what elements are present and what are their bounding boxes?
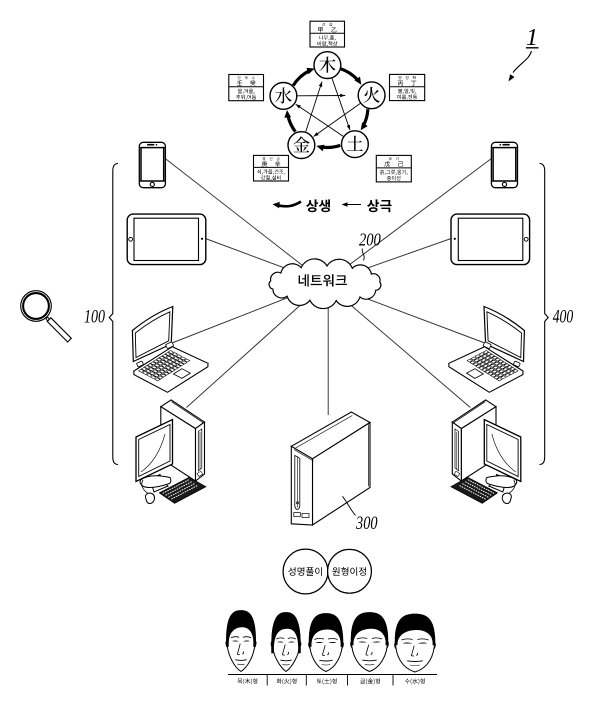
svg-text:400: 400 (553, 307, 574, 328)
svg-text:300: 300 (355, 513, 378, 534)
svg-text:200: 200 (359, 229, 381, 249)
svg-text:1: 1 (526, 24, 538, 51)
svg-text:100: 100 (84, 307, 105, 328)
